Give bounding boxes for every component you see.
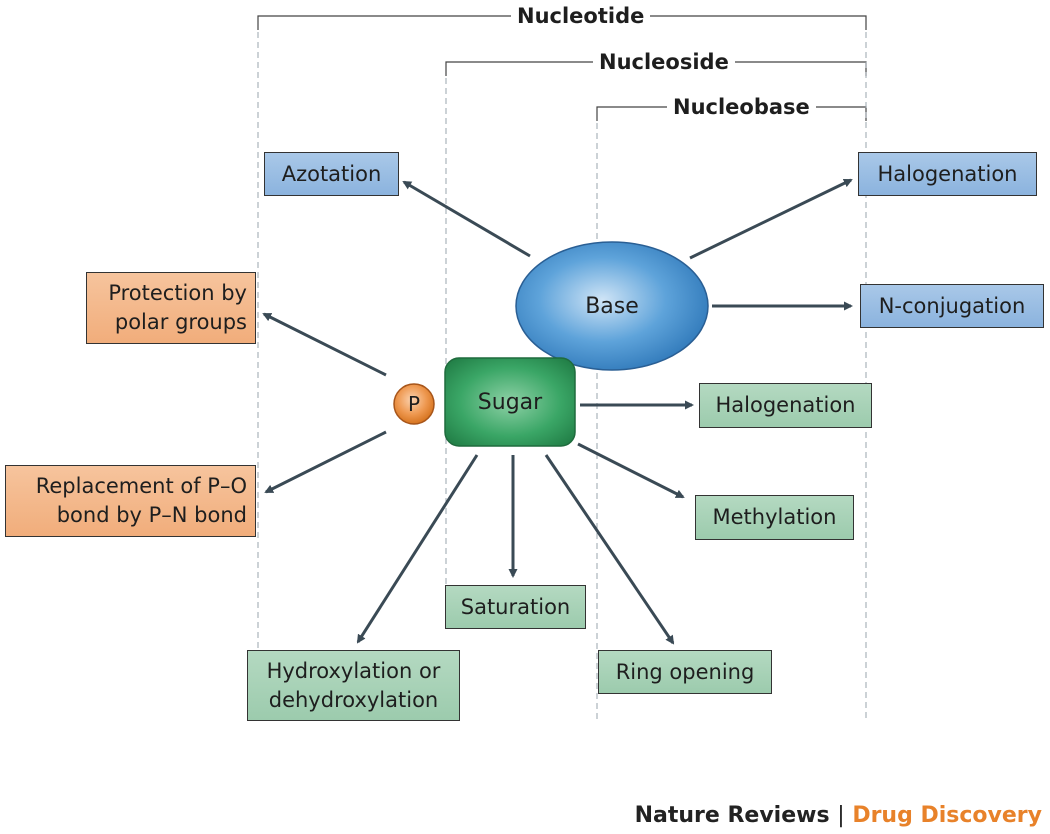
- hydroxylation-line2: dehydroxylation: [268, 687, 439, 712]
- sugar-halogenation-box: Halogenation: [699, 383, 872, 428]
- methylation-label: Methylation: [712, 505, 837, 529]
- protection-box: Protection by polar groups: [86, 272, 256, 344]
- arrow-base-halogenation: [689, 178, 853, 260]
- arrow-sugar-hydroxylation: [356, 454, 479, 644]
- azotation-box: Azotation: [264, 152, 399, 196]
- nucleotide-label: Nucleotide: [511, 3, 651, 29]
- base-halogenation-label: Halogenation: [877, 161, 1018, 186]
- journal-credit: Nature Reviews | Drug Discovery: [635, 803, 1042, 828]
- saturation-box: Saturation: [445, 585, 586, 629]
- arrow-sugar-ring-opening: [544, 454, 675, 645]
- base-label: Base: [585, 293, 639, 319]
- ring-opening-label: Ring opening: [615, 659, 755, 684]
- nucleoside-label: Nucleoside: [593, 49, 735, 75]
- n-conjugation-box: N-conjugation: [860, 284, 1044, 328]
- arrows: [262, 178, 853, 645]
- ring-opening-box: Ring opening: [598, 650, 772, 694]
- saturation-label: Saturation: [460, 594, 571, 619]
- hydroxylation-box: Hydroxylation or dehydroxylation: [247, 650, 460, 721]
- nucleobase-label: Nucleobase: [667, 94, 816, 120]
- phosphate-label: P: [407, 392, 421, 416]
- phosphate-node: [393, 383, 435, 425]
- journal-name: Drug Discovery: [852, 803, 1042, 828]
- publisher-name: Nature Reviews: [634, 803, 830, 828]
- boundary-dashes: [257, 32, 867, 722]
- protection-line2: polar groups: [114, 310, 247, 334]
- sugar-label: Sugar: [477, 389, 543, 415]
- credit-separator: |: [837, 803, 845, 828]
- arrow-base-azotation: [402, 180, 531, 258]
- azotation-label: Azotation: [281, 161, 382, 186]
- replacement-line1: Replacement of P–O: [35, 474, 247, 498]
- arrow-p-protection: [262, 312, 387, 377]
- sugar-halogenation-label: Halogenation: [715, 393, 856, 417]
- replacement-box: Replacement of P–O bond by P–N bond: [5, 465, 256, 537]
- arrow-p-replacement: [264, 430, 387, 494]
- replacement-line2: bond by P–N bond: [56, 503, 247, 527]
- sugar-node: [444, 357, 576, 447]
- base-node: [515, 241, 709, 371]
- base-halogenation-box: Halogenation: [858, 152, 1037, 196]
- hydroxylation-line1: Hydroxylation or: [266, 658, 441, 683]
- n-conjugation-label: N-conjugation: [878, 293, 1026, 318]
- methylation-box: Methylation: [695, 495, 854, 540]
- arrow-sugar-methylation: [577, 442, 685, 499]
- protection-line1: Protection by: [108, 281, 247, 305]
